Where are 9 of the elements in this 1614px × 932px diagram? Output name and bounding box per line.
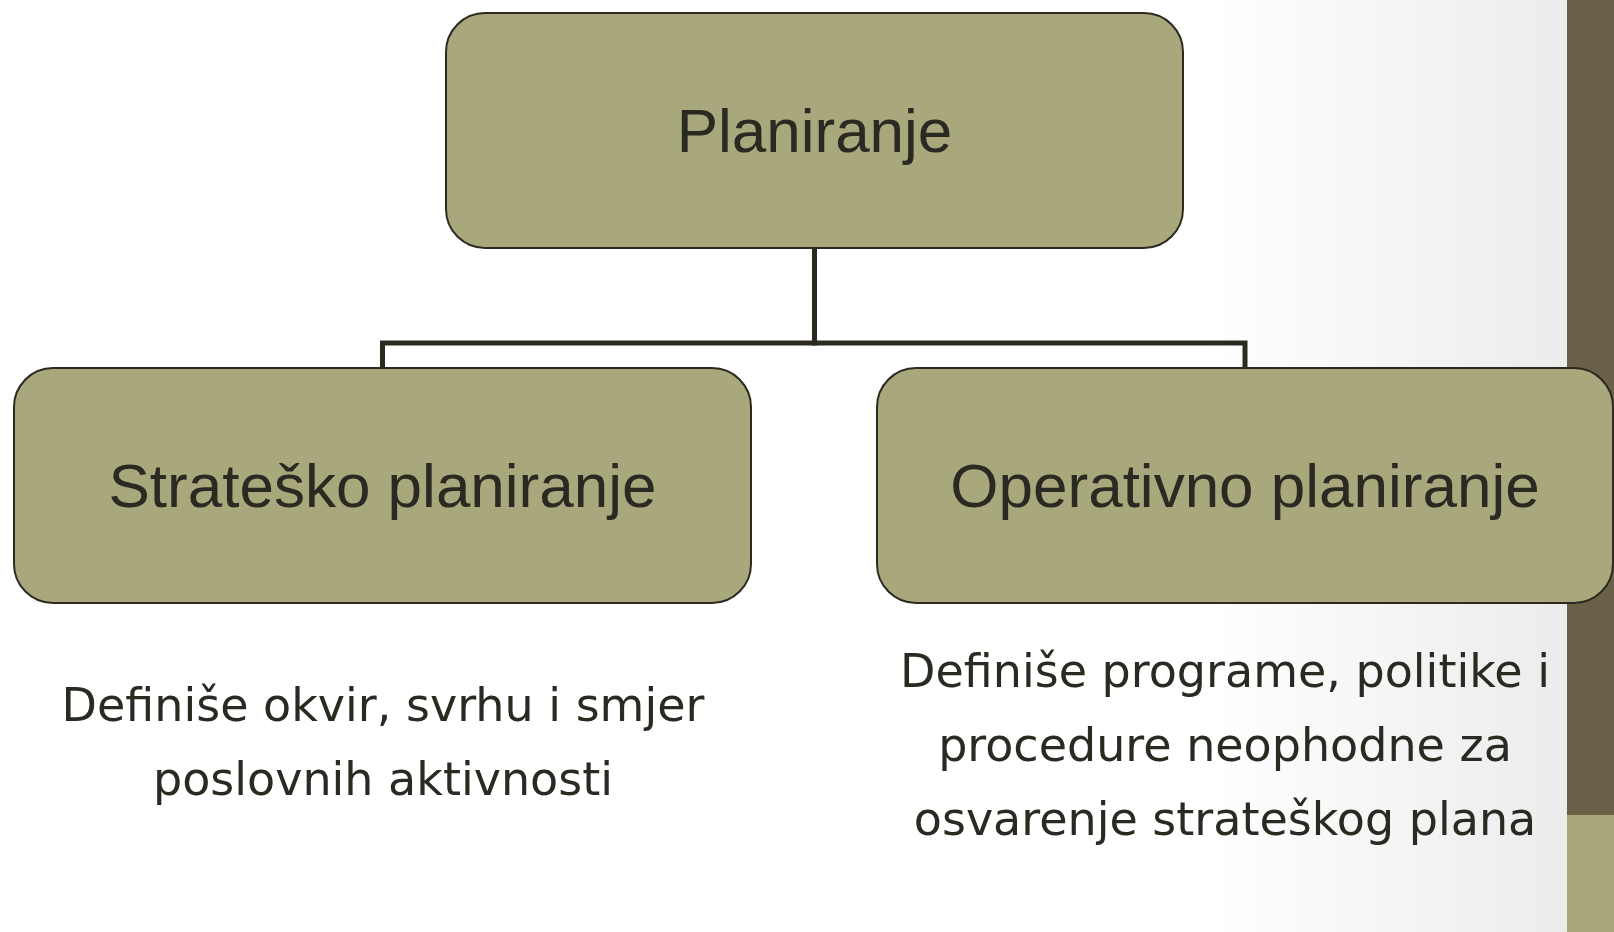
process-box xyxy=(445,12,1184,249)
box-label: Operativno planiranje xyxy=(950,450,1540,521)
box-label: Planiranje xyxy=(676,95,953,166)
description-text: Definiše programe, politike i procedure neophodne za osvarenje strateškog plana xyxy=(899,643,1551,848)
box-label: Strateško planiranje xyxy=(108,450,657,521)
description-text: Definiše okvir, svrhu i smjer poslovnih aktivnosti xyxy=(60,677,706,808)
process-box xyxy=(876,367,1614,604)
connector-line xyxy=(812,249,1248,367)
process-box xyxy=(13,367,752,604)
